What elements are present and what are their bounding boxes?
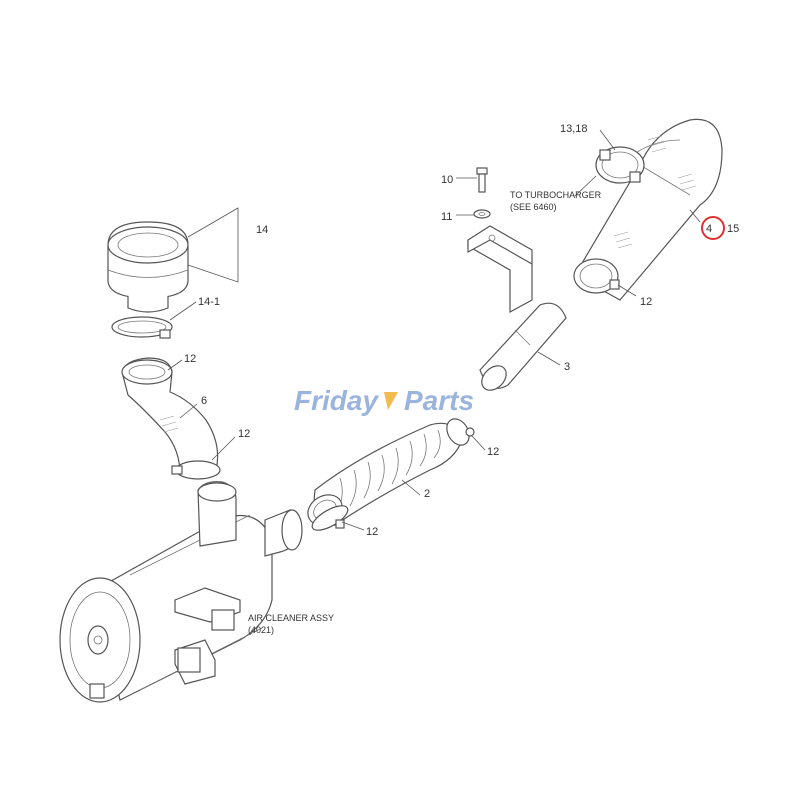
label-12-e: 12 xyxy=(366,526,378,538)
label-12-d: 12 xyxy=(487,446,499,458)
label-10: 10 xyxy=(441,174,453,186)
watermark-text-left: Friday xyxy=(294,385,379,416)
label-6: 6 xyxy=(201,395,207,407)
precleaner-14 xyxy=(107,221,189,313)
watermark-logo: Friday Parts xyxy=(294,385,474,416)
air-cleaner-assembly xyxy=(59,481,303,703)
callout-labels: 13,18 10 11 14 14-1 4 15 12 12 12 12 12 … xyxy=(184,123,739,538)
clamp-hose-left xyxy=(311,505,349,531)
pipe-texture xyxy=(613,135,697,249)
washer-11 xyxy=(473,209,491,219)
clamp-pipe-lower xyxy=(573,258,620,294)
label-12-b: 12 xyxy=(184,353,196,365)
watermark-text-right: Parts xyxy=(404,385,474,416)
watermark-accent-icon xyxy=(384,392,398,410)
clamp-hose-right xyxy=(446,418,475,446)
label-14: 14 xyxy=(256,224,268,236)
label-14-1: 14-1 xyxy=(198,296,220,308)
highlight-circle xyxy=(701,216,725,240)
clamp-13-18 xyxy=(595,146,645,184)
leader-lines xyxy=(167,129,701,531)
pipe-3 xyxy=(479,302,567,391)
label-3: 3 xyxy=(564,361,570,373)
air-cleaner-note-line2: (4021) xyxy=(248,625,274,635)
label-11: 11 xyxy=(441,211,452,223)
hose-texture xyxy=(159,415,179,433)
label-2: 2 xyxy=(424,488,430,500)
clamp-14-1 xyxy=(111,316,173,339)
air-cleaner-note-line1: AIR CLEANER ASSY xyxy=(248,613,334,623)
diagram-notes: TO TURBOCHARGER (SEE 6460) AIR CLEANER A… xyxy=(248,190,602,635)
label-12-c: 12 xyxy=(238,428,250,440)
bolt-10 xyxy=(476,167,488,193)
bracket xyxy=(467,225,533,314)
label-13-18: 13,18 xyxy=(560,123,588,135)
turbo-note-line2: (SEE 6460) xyxy=(510,202,557,212)
label-12-a: 12 xyxy=(640,296,652,308)
label-15: 15 xyxy=(727,223,739,235)
label-4: 4 xyxy=(706,223,712,235)
turbo-note-line1: TO TURBOCHARGER xyxy=(510,190,602,200)
elbow-hose-6 xyxy=(121,357,221,480)
